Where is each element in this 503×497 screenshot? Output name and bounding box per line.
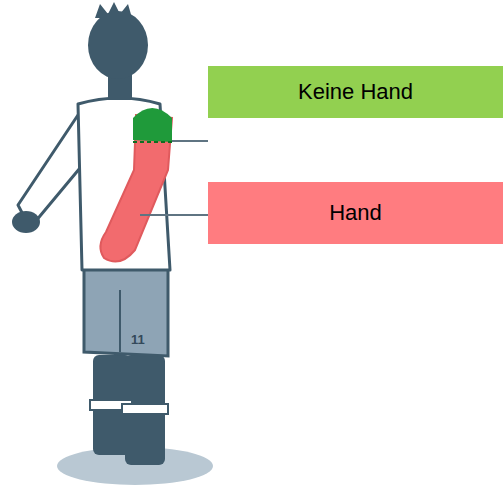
shoulder-no-hand-zone <box>133 108 172 142</box>
label-box: Hand <box>208 182 503 244</box>
shirt-number: 11 <box>131 332 145 347</box>
shorts-seam <box>119 290 121 352</box>
left-hand <box>12 211 40 233</box>
zone-border <box>133 141 172 143</box>
box-text: Hand <box>329 200 382 225</box>
head <box>88 11 148 79</box>
hair <box>95 2 132 18</box>
box-text: Keine Hand <box>298 79 413 104</box>
label-box: Keine Hand <box>208 66 503 118</box>
leader-line <box>172 140 208 142</box>
sock-band <box>122 404 168 414</box>
shorts <box>84 262 168 356</box>
leader-line <box>140 214 208 216</box>
